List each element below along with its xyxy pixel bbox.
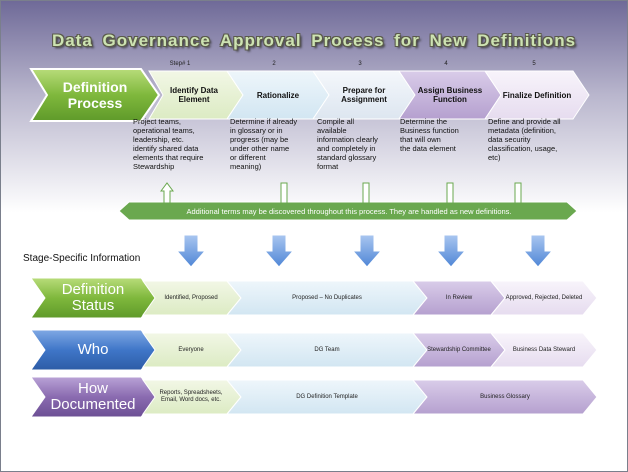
connector-step-4 (446, 182, 454, 204)
connector-step-2 (280, 182, 288, 204)
process-chevron (29, 68, 161, 122)
step-label-2: Rationalize (256, 90, 300, 100)
step-label-3: Prepare for Assignment (341, 86, 387, 104)
row-status-label-shape (30, 277, 158, 319)
step-label-5: Finalize Definition (502, 90, 572, 100)
down-arrow-4 (435, 234, 467, 268)
status-cell-1: Identified, Proposed (164, 294, 218, 301)
step-description-2: Determine if already in glossary or in p… (230, 117, 298, 171)
step-description-4: Determine the Business function that wil… (400, 117, 459, 153)
page-title: Data Governance Approval Process for New… (51, 31, 577, 50)
row-status-label: Definition Status (61, 281, 125, 314)
step-number-2: 2 (272, 61, 276, 67)
row-status-cell-4 (489, 280, 598, 316)
status-cell-3: In Review (445, 294, 473, 301)
down-arrow-5 (522, 234, 554, 268)
down-arrow-1 (175, 234, 207, 268)
banner-arrow (118, 201, 578, 221)
how-cell-3: Business Glossary (480, 393, 530, 400)
banner-text: Additional terms may be discovered throu… (186, 207, 512, 216)
step-number-4: 4 (444, 61, 448, 67)
who-cell-4: Business Data Steward (512, 346, 576, 353)
step-number-5: 5 (532, 61, 536, 67)
row-who-label-shape (30, 329, 158, 371)
who-cell-1: Everyone (178, 346, 204, 353)
step-label-4: Assign Business Function (417, 86, 483, 104)
step-description-3: Compile all available information clearl… (317, 117, 378, 171)
who-cell-3: Stewardship Committee (427, 346, 491, 353)
step-description-1: Project teams, operational teams, leader… (133, 117, 204, 171)
row-how-label-shape (30, 376, 158, 418)
row-how-cell-3 (411, 379, 598, 415)
step-5-chevron (484, 70, 590, 120)
down-arrow-2 (263, 234, 295, 268)
status-cell-4: Approved, Rejected, Deleted (505, 294, 583, 301)
step-number-1: Step# 1 (169, 61, 191, 67)
process-label: Definition Process (62, 79, 128, 111)
step-label-1: Identify Data Element (169, 86, 218, 104)
how-cell-2: DG Definition Template (296, 393, 358, 400)
row-who-cell-4 (489, 332, 598, 368)
stage-info-heading: Stage-Specific Information (23, 253, 141, 264)
up-arrow-step-1 (160, 182, 174, 204)
connector-step-3 (362, 182, 370, 204)
step-number-3: 3 (358, 61, 362, 67)
how-cell-1: Reports, Spreadsheets, Email, Word docs,… (159, 390, 223, 403)
down-arrow-3 (351, 234, 383, 268)
row-who-label: Who (77, 341, 109, 358)
step-description-5: Define and provide all metadata (definit… (488, 117, 561, 162)
status-cell-2: Proposed – No Duplicates (292, 294, 362, 301)
who-cell-2: DG Team (314, 346, 340, 353)
row-how-label: How Documented (50, 380, 136, 413)
connector-step-5 (514, 182, 522, 204)
